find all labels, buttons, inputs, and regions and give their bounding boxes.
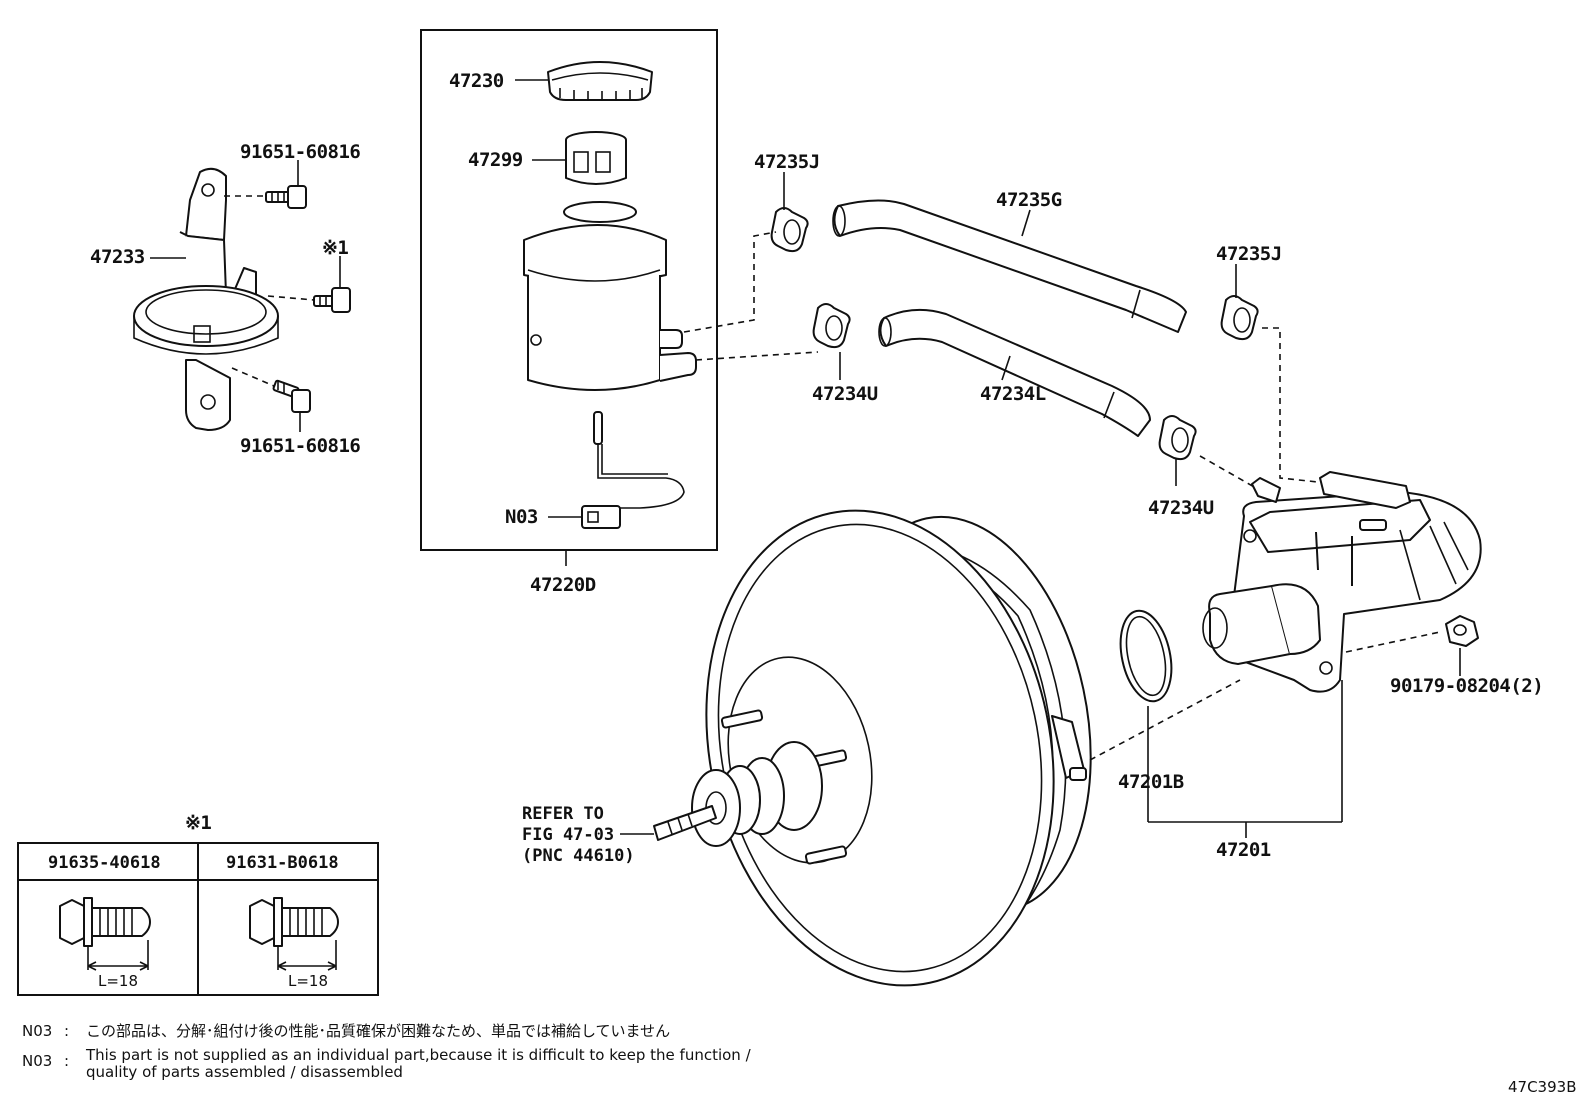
- label-refer-line3: (PNC 44610): [522, 846, 635, 866]
- reservoir-hose-lower[interactable]: [878, 308, 1151, 437]
- note-jp-code: N03: [22, 1022, 52, 1040]
- label-clamp-mid-right: 47234U: [1148, 497, 1214, 519]
- label-clamp-top-right: 47235J: [1216, 243, 1282, 265]
- label-o-ring: 47201B: [1118, 771, 1184, 793]
- label-refer-line2: FIG 47-03: [522, 825, 614, 845]
- note-en-code: N03: [22, 1052, 52, 1070]
- note-jp-sep: :: [64, 1022, 69, 1040]
- table-col1-part: 91635-40618: [48, 853, 161, 873]
- o-ring-part[interactable]: [1113, 606, 1179, 706]
- label-hose-upper: 47235G: [996, 189, 1062, 211]
- note-jp-text: この部品は、分解･組付け後の性能･品質確保が困難なため、単品では補給していません: [86, 1022, 670, 1040]
- hose-clamp-47235j-right[interactable]: [1220, 295, 1259, 341]
- label-refer-line1: REFER TO: [522, 804, 604, 824]
- note-en-sep: :: [64, 1052, 69, 1070]
- master-cylinder[interactable]: [1202, 471, 1482, 693]
- brake-booster[interactable]: [653, 478, 1125, 1018]
- label-clamp-top-left: 47235J: [754, 151, 820, 173]
- table-col1-length: L=18: [98, 972, 138, 990]
- label-reservoir-assy: 47220D: [530, 574, 596, 596]
- label-nut: 90179-08204(2): [1390, 675, 1543, 697]
- bracket-bolt-top[interactable]: [265, 185, 307, 209]
- label-bolt-top: 91651-60816: [240, 141, 360, 163]
- label-note-ref-mark: ※1: [322, 237, 348, 259]
- table-mark: ※1: [185, 812, 211, 834]
- label-hose-lower: 47234L: [980, 383, 1046, 405]
- reservoir-tank[interactable]: [523, 201, 697, 391]
- table-col2-length: L=18: [288, 972, 328, 990]
- level-sensor-connector[interactable]: [581, 411, 685, 529]
- reservoir-bracket-part[interactable]: [133, 167, 279, 431]
- reservoir-cap-part[interactable]: [547, 61, 653, 101]
- hose-clamp-47234u-left[interactable]: [812, 303, 851, 349]
- note-en-text1: This part is not supplied as an individu…: [85, 1046, 752, 1064]
- bracket-bolt-bottom[interactable]: [272, 379, 311, 413]
- label-cap: 47230: [449, 70, 504, 92]
- hose-clamp-47234u-right[interactable]: [1158, 415, 1197, 461]
- mount-nut-part[interactable]: [1445, 615, 1479, 647]
- bracket-bolt-mid[interactable]: [313, 287, 351, 313]
- label-bolt-bottom: 91651-60816: [240, 435, 360, 457]
- label-strainer: 47299: [468, 149, 523, 171]
- bolt-illustration-2: [249, 897, 339, 971]
- reservoir-hose-upper[interactable]: [832, 199, 1187, 333]
- strainer-part[interactable]: [565, 131, 627, 185]
- label-master-cylinder: 47201: [1216, 839, 1271, 861]
- label-connector: N03: [505, 506, 538, 528]
- label-bracket: 47233: [90, 246, 145, 268]
- bolt-illustration-1: [59, 897, 151, 971]
- label-clamp-mid-left: 47234U: [812, 383, 878, 405]
- figure-id: 47C393B: [1508, 1078, 1576, 1096]
- table-col2-part: 91631-B0618: [226, 853, 339, 873]
- hose-clamp-47235j-left[interactable]: [770, 207, 809, 253]
- bolt-spec-table: [17, 842, 379, 996]
- reservoir-assy-frame: [420, 29, 718, 551]
- note-en-text2: quality of parts assembled / disassemble…: [86, 1063, 403, 1081]
